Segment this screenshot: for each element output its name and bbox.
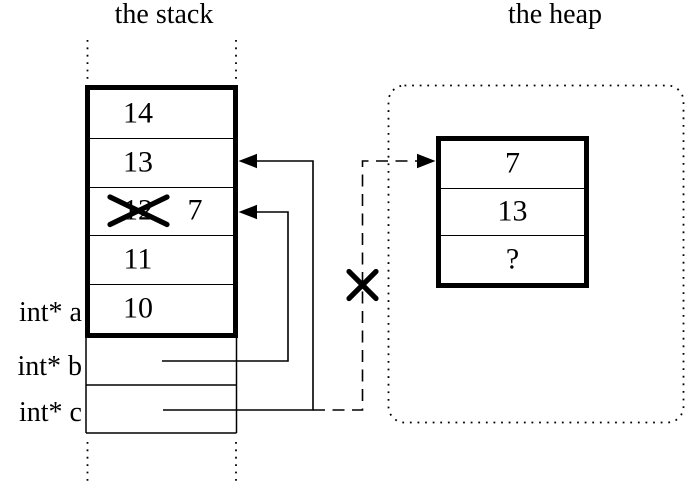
heap-cell-value: 7 [505,146,520,180]
arrowhead-left-icon [238,153,257,169]
stack-title: the stack [114,0,214,30]
stack-cell-11: 11 [90,235,233,284]
heap-cell-value: 13 [497,194,528,228]
heap-block-box: 7 13 ? [436,136,589,288]
stack-cell-overwritten: 12 7 [90,186,233,236]
x-mark-dangling-pointer-icon [346,268,379,302]
heap-cell-13: 13 [441,187,584,236]
var-label-c: int* c [19,397,82,428]
arrowhead-left-icon [238,204,257,220]
stack-cell-10: 10 [90,284,233,333]
var-label-a: int* a [19,297,82,328]
stack-cell-value: 11 [123,242,153,276]
heap-cell-value: ? [505,242,520,276]
stack-cell-value: 14 [123,96,153,130]
stack-cell-value: 10 [123,291,153,325]
dangling-pointer-arrow-to-heap [313,153,436,411]
heap-cell-7: 7 [441,141,584,188]
stack-cell-old-value: 12 [123,193,153,227]
var-label-b: int* b [17,351,82,382]
stack-frame-box: 14 13 12 7 11 10 [85,85,238,338]
stack-cell-13: 13 [90,137,233,187]
heap-cell-unknown: ? [441,235,584,283]
heap-title: the heap [507,0,603,30]
stack-cell-new-value: 7 [187,193,203,227]
stack-cell-value: 13 [123,145,153,179]
arrowhead-right-icon [417,153,436,169]
stack-cell-14: 14 [90,90,233,138]
pointer-variable-cells [85,338,238,434]
